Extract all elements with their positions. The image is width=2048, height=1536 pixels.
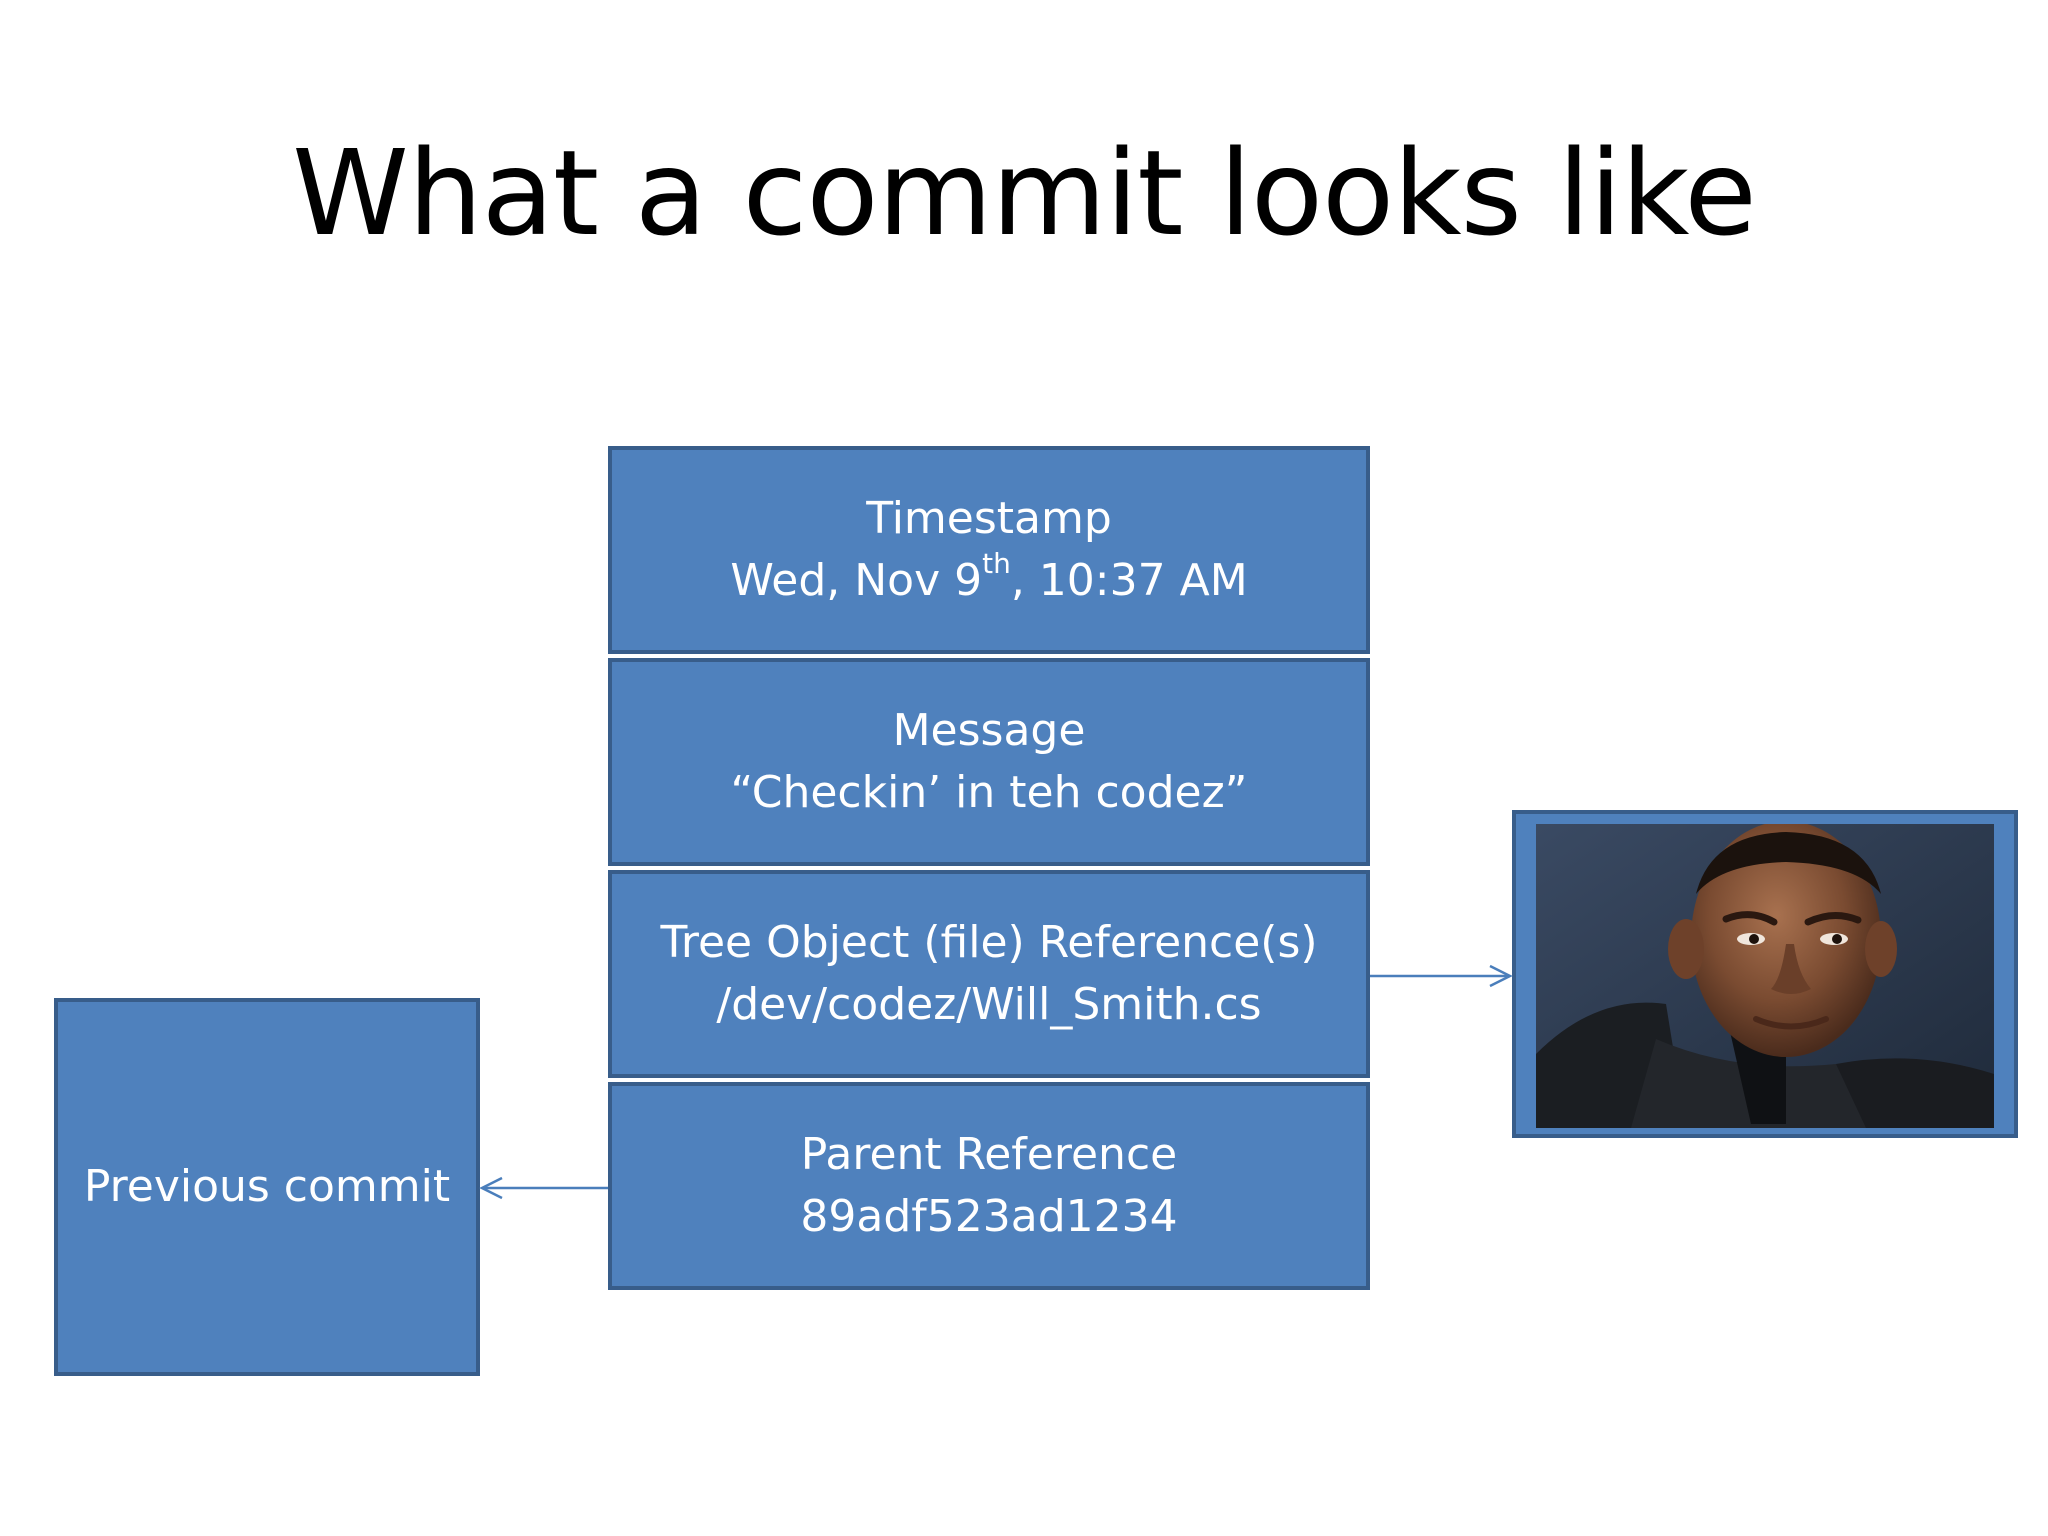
tree-reference-arrow <box>1370 964 1513 988</box>
parent-reference-label: Parent Reference <box>800 1129 1178 1180</box>
message-cell: Message “Checkin’ in teh codez” <box>608 658 1370 866</box>
file-preview-frame <box>1512 810 2018 1138</box>
commit-object: Timestamp Wed, Nov 9th, 10:37 AM Message… <box>608 446 1370 1290</box>
timestamp-value: Wed, Nov 9th, 10:37 AM <box>730 550 1247 612</box>
previous-commit-box: Previous commit <box>54 998 480 1376</box>
timestamp-time: , 10:37 AM <box>1010 555 1248 606</box>
message-value: “Checkin’ in teh codez” <box>730 767 1248 818</box>
message-label: Message <box>892 705 1086 756</box>
timestamp-label: Timestamp <box>866 493 1112 544</box>
tree-reference-cell: Tree Object (file) Reference(s) /dev/cod… <box>608 870 1370 1078</box>
tree-reference-value: /dev/codez/Will_Smith.cs <box>716 979 1262 1030</box>
person-photo-icon <box>1536 824 1994 1128</box>
timestamp-ordinal: th <box>982 547 1011 580</box>
tree-reference-label: Tree Object (file) Reference(s) <box>660 917 1318 968</box>
parent-reference-arrow <box>479 1176 608 1200</box>
previous-commit-label: Previous commit <box>83 1161 451 1212</box>
timestamp-date: Wed, Nov 9 <box>730 555 983 606</box>
parent-reference-value: 89adf523ad1234 <box>800 1191 1178 1242</box>
timestamp-cell: Timestamp Wed, Nov 9th, 10:37 AM <box>608 446 1370 654</box>
slide-title: What a commit looks like <box>292 124 1757 262</box>
parent-reference-cell: Parent Reference 89adf523ad1234 <box>608 1082 1370 1290</box>
